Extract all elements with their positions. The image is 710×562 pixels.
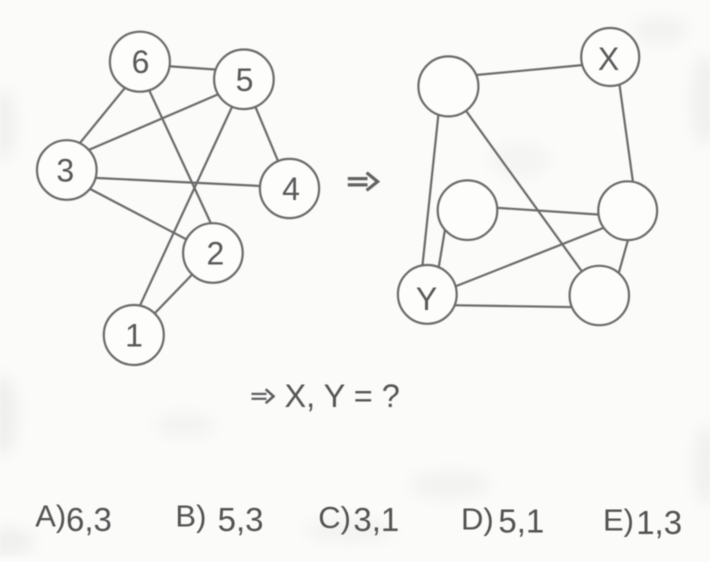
svg-text:B): B) [175, 499, 206, 534]
svg-text:5,3: 5,3 [218, 501, 264, 538]
svg-text:3: 3 [56, 153, 74, 189]
svg-text:E): E) [603, 503, 634, 538]
svg-text:X: X [598, 41, 619, 77]
svg-text:A): A) [35, 498, 66, 533]
svg-text:2: 2 [207, 236, 225, 272]
svg-text:3,1: 3,1 [353, 501, 399, 538]
svg-text:4: 4 [282, 171, 300, 207]
svg-text:C): C) [318, 500, 351, 535]
svg-text:D): D) [461, 502, 494, 537]
svg-text:1,3: 1,3 [636, 504, 682, 541]
svg-text:6,3: 6,3 [66, 501, 112, 538]
svg-text:X, Y = ?: X, Y = ? [285, 378, 400, 414]
svg-text:5: 5 [236, 62, 254, 98]
svg-text:6: 6 [132, 44, 150, 80]
svg-text:1: 1 [125, 318, 143, 354]
svg-text:5,1: 5,1 [498, 502, 544, 539]
svg-text:Y: Y [416, 281, 437, 317]
